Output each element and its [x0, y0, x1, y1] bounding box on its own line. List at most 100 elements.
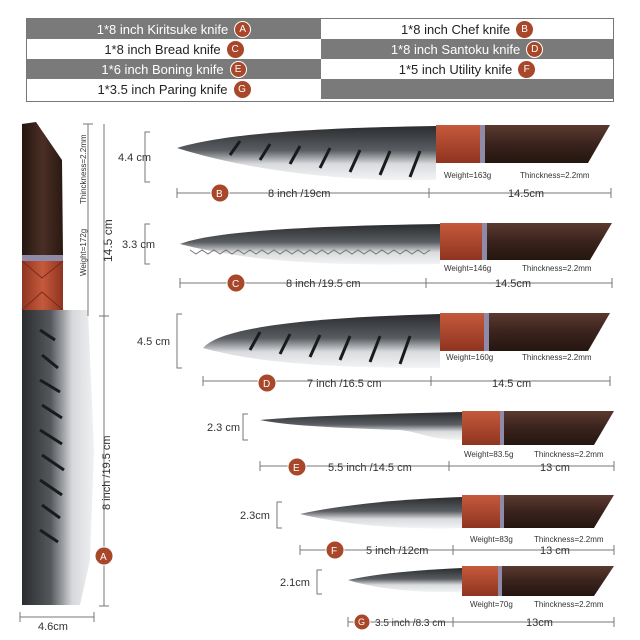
- letter-badge-b: [210, 183, 230, 203]
- blade: [180, 224, 440, 265]
- knife-handle-length: 14.5cm: [508, 188, 544, 200]
- legend-text: 1*8 inch Santoku knife: [390, 41, 521, 57]
- knife-height: 4.4 cm: [118, 152, 151, 164]
- legend-text: 1*3.5 inch Paring knife: [97, 81, 228, 97]
- handle: [489, 313, 610, 351]
- spacer: [498, 566, 502, 596]
- spacer: [484, 313, 489, 351]
- blade: [177, 126, 436, 181]
- serration: [189, 249, 431, 255]
- knife-handle-length: 14.5 cm: [492, 378, 531, 390]
- letter-badge: B: [516, 20, 534, 38]
- kiritsuke-hammer-pattern: [39, 328, 65, 544]
- spacer: [500, 495, 504, 528]
- knife-paring: [348, 566, 614, 596]
- spacer: [482, 223, 487, 260]
- letter-f: F: [331, 546, 337, 557]
- knife-blade-length: 8 inch /19cm: [268, 188, 330, 200]
- letter-badge: F: [518, 60, 536, 78]
- knife-legend-table: 1*8 inch Kiritsuke knife A 1*8 inch Chef…: [26, 18, 614, 102]
- legend-row-c: 1*8 inch Bread knife C: [27, 39, 321, 59]
- legend-text: 1*8 inch Bread knife: [104, 41, 221, 57]
- knife-height: 2.3cm: [240, 510, 270, 522]
- bolster: [440, 223, 482, 260]
- blade: [348, 568, 462, 593]
- knife-height: 4.5 cm: [137, 336, 170, 348]
- knife-blade-length: 7 inch /16.5 cm: [307, 378, 382, 390]
- legend-row-a: 1*8 inch Kiritsuke knife A: [27, 19, 321, 39]
- kiritsuke-handle: [22, 122, 63, 255]
- legend-text: 1*8 inch Kiritsuke knife: [96, 21, 229, 37]
- legend-text: 1*8 inch Chef knife: [400, 21, 511, 37]
- knife-weight: Weight=70g: [470, 600, 513, 609]
- letter-badge: A: [234, 20, 252, 38]
- blade: [300, 497, 462, 529]
- knife-handle-length: 13 cm: [540, 545, 570, 557]
- knife-boning: [260, 411, 614, 445]
- letter-a: A: [100, 552, 107, 563]
- letter-e: E: [293, 463, 300, 474]
- knife-chef: [177, 125, 610, 181]
- knife-height: 2.1cm: [280, 577, 310, 589]
- hammer-pattern: [248, 331, 412, 365]
- knife-santoku: [203, 313, 610, 368]
- letter-badge-d: [257, 373, 277, 393]
- legend-row-f: 1*5 inch Utility knife F: [321, 59, 613, 79]
- knife-weight: Weight=160g: [446, 353, 493, 362]
- kiritsuke-thickness: Thinckness=2.2mm: [79, 134, 88, 204]
- handle: [504, 495, 614, 528]
- legend-empty-cell: [321, 79, 613, 99]
- knife-height: 2.3 cm: [207, 422, 240, 434]
- legend-row-b: 1*8 inch Chef knife B: [321, 19, 613, 39]
- letter-badge-e: [287, 457, 307, 477]
- letter-badge-g: [353, 613, 371, 631]
- kiritsuke-width: 4.6cm: [38, 621, 68, 633]
- bolster: [462, 566, 498, 596]
- knife-thickness: Thinckness=2.2mm: [534, 450, 604, 459]
- kiritsuke-spacer: [22, 255, 63, 261]
- bolster: [436, 125, 480, 163]
- hammer-pattern: [228, 140, 422, 178]
- handle: [485, 125, 610, 163]
- knife-blade-length: 3.5 inch /8.3 cm: [375, 618, 446, 629]
- letter-badge: E: [229, 60, 247, 78]
- knife-utility: [300, 495, 614, 529]
- bolster: [462, 411, 500, 445]
- spacer: [480, 125, 485, 163]
- knife-thickness: Thinckness=2.2mm: [522, 264, 592, 273]
- knife-handle-length: 13cm: [526, 617, 553, 629]
- legend-row-g: 1*3.5 inch Paring knife G: [27, 79, 321, 99]
- letter-badge: G: [233, 80, 251, 98]
- letter-d: D: [263, 379, 270, 390]
- bolster: [440, 313, 484, 351]
- handle: [504, 411, 614, 445]
- legend-row-e: 1*6 inch Boning knife E: [27, 59, 321, 79]
- spacer: [500, 411, 504, 445]
- knife-height: 3.3 cm: [122, 239, 155, 251]
- blade: [260, 412, 462, 440]
- kiritsuke-handle-length: 14.5 cm: [101, 219, 115, 262]
- kiritsuke-knife: [21, 122, 94, 605]
- handle: [487, 223, 612, 260]
- knife-blade-length: 8 inch /19.5 cm: [286, 278, 361, 290]
- letter-c: C: [232, 279, 239, 290]
- knife-thickness: Thinckness=2.2mm: [520, 171, 590, 180]
- handle: [502, 566, 614, 596]
- knife-bread: [180, 223, 612, 265]
- letter-b: B: [216, 189, 223, 200]
- knife-weight: Weight=146g: [444, 264, 491, 273]
- letter-badge-f: [325, 540, 345, 560]
- legend-text: 1*5 inch Utility knife: [398, 61, 513, 77]
- kiritsuke-bolster-facet: [21, 260, 64, 311]
- letter-badge-a: [94, 546, 114, 566]
- knife-handle-length: 13 cm: [540, 462, 570, 474]
- knife-blade-length: 5.5 inch /14.5 cm: [328, 462, 412, 474]
- kiritsuke-blade-length: 8 inch /19.5 cm: [101, 435, 113, 510]
- knife-weight: Weight=83g: [470, 535, 513, 544]
- legend-text: 1*6 inch Boning knife: [101, 61, 224, 77]
- legend-row-d: 1*8 inch Santoku knife D: [321, 39, 613, 59]
- knife-weight: Weight=83.5g: [464, 450, 513, 459]
- knife-handle-length: 14.5cm: [495, 278, 531, 290]
- letter-g: G: [358, 617, 365, 627]
